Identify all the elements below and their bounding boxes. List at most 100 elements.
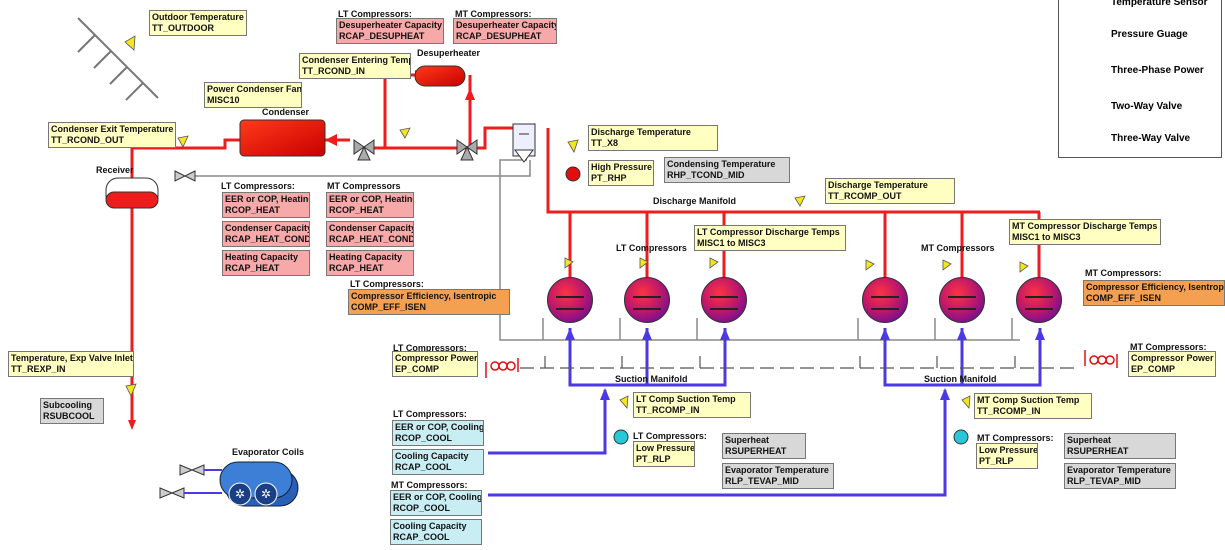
mt-suction-temp-box: MT Comp Suction Temp TT_RCOMP_IN xyxy=(974,393,1092,419)
condenser-fans-box: Power Condenser Fans MISC10 xyxy=(204,82,302,108)
box-title: Compressor Efficiency, Isentropic xyxy=(351,291,497,301)
box-tag: RCAP_DESUPHEAT xyxy=(456,31,542,41)
mt-compressors-label: MT Compressors xyxy=(921,243,995,253)
lt-low-pressure-box: Low Pressure PT_RLP xyxy=(633,441,695,467)
outdoor-sensor-icon xyxy=(77,17,159,101)
mt-power-header: MT Compressors: xyxy=(1130,342,1207,352)
box-tag: RLP_TEVAP_MID xyxy=(1067,476,1141,486)
lt-eff-header: LT Compressors: xyxy=(350,279,424,289)
box-title: Heating Capacity xyxy=(329,252,403,262)
box-tag: RSUPERHEAT xyxy=(725,446,787,456)
mt-suction-manifold-label: Suction Manifold xyxy=(924,374,997,384)
lt-power-header: LT Compressors: xyxy=(393,343,467,353)
box-title: Desuperheater Capacity xyxy=(339,20,443,30)
mt-eer-cooling-box: EER or COP, Cooling RCOP_COOL xyxy=(390,490,482,516)
condensing-temp-box: Condensing Temperature RHP_TCOND_MID xyxy=(664,157,790,183)
box-title: MT Compressor Discharge Temps xyxy=(1012,221,1158,231)
desuperheater-tank xyxy=(414,65,466,87)
box-title: Power Condenser Fans xyxy=(207,84,302,94)
lt-compressor-3 xyxy=(701,277,747,323)
box-tag: RHP_TCOND_MID xyxy=(667,170,745,180)
subcooling-box: Subcooling RSUBCOOL xyxy=(40,398,104,424)
lt-superheat-box: Superheat RSUPERHEAT xyxy=(722,433,806,459)
svg-text:✲: ✲ xyxy=(261,487,271,501)
mt-cool-header: MT Compressors: xyxy=(391,480,468,490)
box-title: Discharge Temperature xyxy=(828,180,928,190)
box-tag: RCAP_DESUPHEAT xyxy=(339,31,425,41)
box-tag: TT_RCOMP_IN xyxy=(977,406,1041,416)
condenser-label: Condenser xyxy=(262,107,310,117)
legend-two-way-valve: Two-Way Valve xyxy=(1111,101,1183,112)
legend-pressure-gauge: Pressure Guage xyxy=(1111,29,1188,40)
box-title: Condenser Entering Temp xyxy=(302,55,411,65)
box-title: MT Comp Suction Temp xyxy=(977,395,1080,405)
lt-desup-capacity-box: Desuperheater Capacity RCAP_DESUPHEAT xyxy=(336,18,444,44)
lt-desup-header: LT Compressors: xyxy=(338,9,412,19)
mt-heat-header: MT Compressors xyxy=(327,181,401,191)
box-title: Condenser Capacity xyxy=(329,223,414,233)
box-title: EER or COP, Heating xyxy=(225,194,310,204)
box-tag: MISC1 to MISC3 xyxy=(1012,232,1081,242)
receiver-label: Receiver xyxy=(96,165,134,175)
discharge-temp-rcomp-box: Discharge Temperature TT_RCOMP_OUT xyxy=(825,178,955,204)
box-title: Condenser Capacity xyxy=(225,223,310,233)
mt-superheat-box: Superheat RSUPERHEAT xyxy=(1064,433,1176,459)
box-tag: TT_RCOND_OUT xyxy=(51,135,125,145)
lt-compressor-power-box: Compressor Power EP_COMP xyxy=(392,351,478,377)
three-way-valve-icon xyxy=(456,139,478,161)
condenser-unit xyxy=(239,119,326,157)
discharge-manifold-label: Discharge Manifold xyxy=(653,196,737,206)
oil-separator xyxy=(512,123,536,163)
mt-desup-capacity-box: Desuperheater Capacity RCAP_DESUPHEAT xyxy=(453,18,557,44)
box-tag: MISC10 xyxy=(207,95,240,105)
legend-temp-sensor: Temperature Sensor xyxy=(1111,0,1208,8)
box-title: Compressor Power xyxy=(395,353,478,363)
box-title: Cooling Capacity xyxy=(395,451,469,461)
box-title: EER or COP, Cooling xyxy=(395,422,484,432)
box-title: Temperature, Exp Valve Inlet xyxy=(11,353,133,363)
mt-lowp-header: MT Compressors: xyxy=(977,433,1054,443)
box-tag: TT_RCOMP_IN xyxy=(636,405,700,415)
mt-condenser-capacity-box: Condenser Capacity RCAP_HEAT_COND xyxy=(326,221,414,247)
mt-compressor-2 xyxy=(939,277,985,323)
mt-isentropic-efficiency-box: Compressor Efficiency, Isentropic COMP_E… xyxy=(1083,280,1225,306)
box-title: Evaporator Temperature xyxy=(1067,465,1171,475)
temperature-sensors xyxy=(124,35,1029,409)
box-title: Condenser Exit Temperature xyxy=(51,124,174,134)
box-title: EER or COP, Heating xyxy=(329,194,414,204)
box-title: EER or COP, Cooling xyxy=(393,492,482,502)
lt-low-pressure-gauge xyxy=(613,429,629,445)
high-pressure-box: High Pressure PT_RHP xyxy=(588,160,654,186)
box-tag: RLP_TEVAP_MID xyxy=(725,476,799,486)
box-tag: TT_X8 xyxy=(591,138,619,148)
lt-isentropic-efficiency-box: Compressor Efficiency, Isentropic COMP_E… xyxy=(348,289,510,315)
mt-discharge-temps-box: MT Compressor Discharge Temps MISC1 to M… xyxy=(1009,219,1161,245)
box-tag: EP_COMP xyxy=(1131,364,1176,374)
lt-heat-header: LT Compressors: xyxy=(221,181,295,191)
box-title: Subcooling xyxy=(43,400,92,410)
box-title: Cooling Capacity xyxy=(393,521,467,531)
lt-cool-header: LT Compressors: xyxy=(393,409,467,419)
mt-compressor-3 xyxy=(1016,277,1062,323)
lt-evaporator-temp-box: Evaporator Temperature RLP_TEVAP_MID xyxy=(722,463,834,489)
box-title: Compressor Efficiency, Isentropic xyxy=(1086,282,1225,292)
legend-three-way-valve: Three-Way Valve xyxy=(1111,133,1191,144)
mt-heating-capacity-box: Heating Capacity RCAP_HEAT xyxy=(326,250,414,276)
evap-inlets xyxy=(184,469,222,494)
box-title: LT Compressor Discharge Temps xyxy=(697,227,840,237)
box-tag: PT_RLP xyxy=(979,456,1014,466)
lt-discharge-temps-box: LT Compressor Discharge Temps MISC1 to M… xyxy=(694,225,846,251)
box-title: Outdoor Temperature xyxy=(152,12,244,22)
lt-eer-cooling-box: EER or COP, Cooling RCOP_COOL xyxy=(392,420,484,446)
lt-compressor-1 xyxy=(547,277,593,323)
receiver-tank xyxy=(105,177,159,209)
lt-cooling-capacity-box: Cooling Capacity RCAP_COOL xyxy=(392,449,484,475)
box-tag: RCAP_HEAT_COND xyxy=(329,234,414,244)
lt-eer-heating-box: EER or COP, Heating RCOP_HEAT xyxy=(222,192,310,218)
box-title: LT Comp Suction Temp xyxy=(636,394,736,404)
box-tag: RSUPERHEAT xyxy=(1067,446,1129,456)
lt-compressor-2 xyxy=(624,277,670,323)
legend-three-phase: Three-Phase Power xyxy=(1111,65,1204,76)
